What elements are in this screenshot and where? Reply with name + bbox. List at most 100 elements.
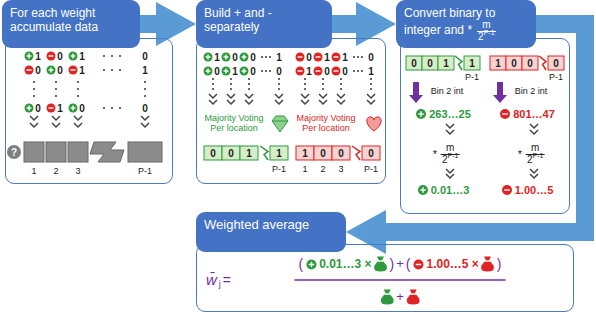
operator: + xyxy=(396,257,404,271)
scaled-value: 1.00…5 xyxy=(515,184,554,196)
sign-bar xyxy=(225,69,226,74)
ellipsis-dot xyxy=(248,88,250,90)
sign-disc xyxy=(25,66,34,75)
bag-body xyxy=(374,262,387,272)
position-number: P-1 xyxy=(272,165,286,175)
formula-group: (0.01…3 ×)+(1.00…5 ×) xyxy=(298,256,501,273)
sign-icon xyxy=(314,53,323,62)
ellipsis-dot xyxy=(212,78,214,80)
sign-icon xyxy=(25,52,34,61)
panel-header: Build + and - separately xyxy=(196,0,332,48)
down-chevron xyxy=(52,123,60,127)
ellipsis-dot xyxy=(77,88,79,90)
sign-disc xyxy=(502,185,512,195)
sign-icon xyxy=(240,67,249,76)
ellipsis-dot xyxy=(77,95,79,97)
sign-bar xyxy=(72,106,73,111)
bit-digit: 0 xyxy=(142,103,148,114)
sign-disc xyxy=(69,104,78,113)
formula-group: *m2P-1 xyxy=(433,143,462,165)
ellipsis-dot xyxy=(357,70,359,72)
panel-header: For each weight accumulate data xyxy=(2,0,140,48)
bit-cell xyxy=(438,56,454,70)
bit-cell xyxy=(314,146,332,160)
ellipsis-dot xyxy=(111,69,113,71)
bag-body xyxy=(381,295,394,305)
down-chevron xyxy=(367,94,375,98)
bit-cell xyxy=(68,142,88,162)
bit-digit: 0 xyxy=(214,66,220,77)
fraction-denominator: 2 xyxy=(442,155,448,166)
ellipsis-dot xyxy=(353,70,355,72)
down-chevron xyxy=(446,174,454,178)
ellipsis-dot xyxy=(261,56,263,58)
process-panel: For each weight accumulate data xyxy=(0,0,173,184)
sign-icon xyxy=(204,67,213,76)
sign-disc xyxy=(47,104,56,113)
ellipsis-dot xyxy=(103,69,105,71)
fraction: m2P-1 xyxy=(477,20,495,42)
sign-icon xyxy=(416,109,426,119)
operator: + xyxy=(396,290,404,304)
bracket: ( xyxy=(406,256,411,271)
bit-digit: 0 xyxy=(511,58,517,69)
ellipsis-dot xyxy=(230,78,232,80)
step-caption: Bin 2 int xyxy=(515,87,548,97)
bit-digit: 0 xyxy=(338,148,344,159)
sign-icon xyxy=(222,67,231,76)
down-chevron xyxy=(301,100,309,104)
sign-icon xyxy=(47,66,56,75)
sign-bar xyxy=(243,69,244,74)
bag-tie xyxy=(410,294,416,295)
sign-icon xyxy=(305,258,317,270)
bracket: ) xyxy=(390,256,395,271)
sign-icon xyxy=(502,185,512,195)
bit-cell xyxy=(422,56,438,70)
vote-caption: Majority Voting Per location xyxy=(202,114,266,134)
bit-digit: 0 xyxy=(142,51,148,62)
bit-cell xyxy=(296,146,314,160)
ellipsis-dot xyxy=(278,88,280,90)
sign-icon xyxy=(69,66,78,75)
unknown-disc xyxy=(7,145,21,159)
bit-digit: 1 xyxy=(246,148,252,159)
fraction-denominator: 2 xyxy=(478,32,484,43)
sign-icon xyxy=(296,67,305,76)
bit-cell xyxy=(506,56,522,70)
ellipsis-dot xyxy=(144,95,146,97)
break-mark xyxy=(539,56,546,70)
sign-icon xyxy=(47,104,56,113)
sign-disc xyxy=(296,67,305,76)
position-number: 2 xyxy=(320,165,325,175)
sign-icon xyxy=(413,259,423,269)
sign-bar xyxy=(416,263,422,264)
ellipsis-dot xyxy=(304,78,306,80)
sign-bar xyxy=(422,187,423,193)
operator: = xyxy=(223,272,231,287)
bit-digit: 0 xyxy=(79,103,85,114)
bag-knot xyxy=(384,290,391,294)
gem-body xyxy=(272,116,288,132)
process-panel: Convert binary to integer and *m2P-1 xyxy=(396,0,570,214)
bag-knot xyxy=(484,257,491,261)
ellipsis-dot xyxy=(278,83,280,85)
bit-cell xyxy=(406,56,422,70)
sign-icon xyxy=(204,53,213,62)
vote-gem xyxy=(272,116,288,132)
sign-disc xyxy=(332,67,341,76)
exponent: P-1 xyxy=(447,152,458,159)
ellipsis-dot xyxy=(55,88,57,90)
sign-disc xyxy=(204,53,213,62)
down-chevron xyxy=(319,100,327,104)
down-chevron xyxy=(530,130,538,134)
ellipsis-dot xyxy=(212,83,214,85)
ellipsis-dot xyxy=(370,83,372,85)
formula-group: w̄j= xyxy=(206,272,231,289)
formula-group: m2P-1 xyxy=(475,20,497,42)
ellipsis-dot xyxy=(77,81,79,83)
sign-bar xyxy=(28,106,29,111)
formula-term: 0.01…3 × xyxy=(319,257,371,270)
sign-icon xyxy=(69,104,78,113)
sign-bar xyxy=(316,56,321,57)
panel-frame xyxy=(196,38,386,184)
